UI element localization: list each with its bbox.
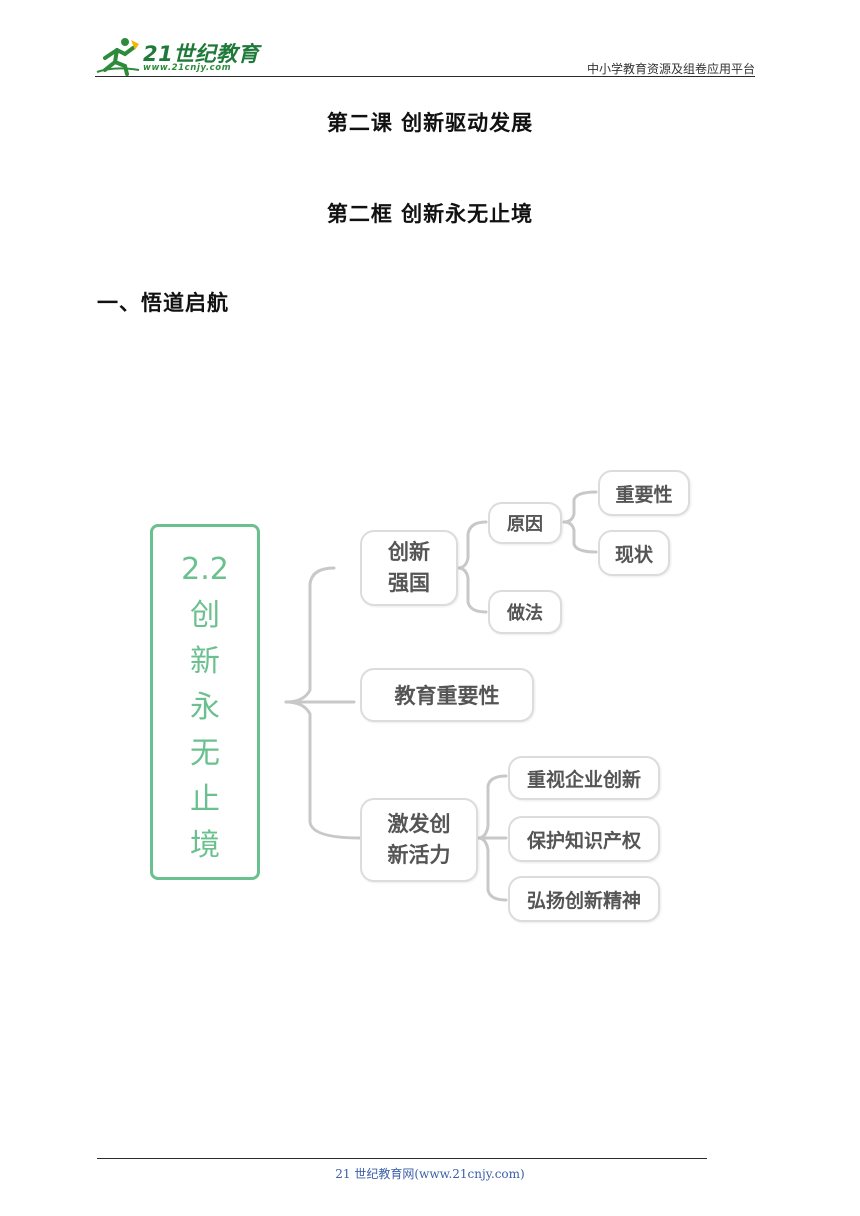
page-header: 21世纪教育 www.21cnjy.com 中小学教育资源及组卷应用平台 bbox=[95, 36, 755, 78]
node-reason: 原因 bbox=[488, 502, 562, 544]
footer-text[interactable]: 21 世纪教育网(www.21cnjy.com) bbox=[335, 1167, 525, 1181]
section-heading: 一、悟道启航 bbox=[97, 291, 229, 315]
runner-logo-icon bbox=[96, 38, 140, 76]
footer-divider bbox=[97, 1158, 707, 1159]
mind-map-root: 2.2 创 新 永 无 止 境 bbox=[150, 524, 260, 880]
node-innovation-power: 创新 强国 bbox=[360, 530, 458, 606]
node-protect-ip: 保护知识产权 bbox=[508, 816, 660, 862]
logo: 21世纪教育 www.21cnjy.com bbox=[95, 36, 260, 76]
mind-map: 2.2 创 新 永 无 止 境 创新 强国 原因 重要性 现状 做法 教育重要性… bbox=[140, 464, 700, 934]
node-status: 现状 bbox=[598, 530, 670, 576]
root-label: 2.2 创 新 永 无 止 境 bbox=[181, 552, 229, 863]
node-promote-spirit: 弘扬创新精神 bbox=[508, 876, 660, 922]
node-education-importance: 教育重要性 bbox=[360, 668, 534, 722]
node-value-enterprise: 重视企业创新 bbox=[508, 756, 660, 800]
lesson-title: 第二课 创新驱动发展 bbox=[326, 111, 534, 135]
frame-title: 第二框 创新永无止境 bbox=[326, 202, 534, 226]
node-stimulate-vitality: 激发创 新活力 bbox=[360, 798, 478, 882]
node-importance: 重要性 bbox=[598, 470, 690, 516]
platform-tagline: 中小学教育资源及组卷应用平台 bbox=[586, 62, 755, 76]
logo-text: 21世纪教育 bbox=[143, 42, 260, 66]
mind-map-connectors bbox=[284, 490, 598, 902]
logo-url: www.21cnjy.com bbox=[143, 63, 232, 73]
header-divider bbox=[95, 76, 755, 77]
node-method: 做法 bbox=[488, 590, 562, 634]
